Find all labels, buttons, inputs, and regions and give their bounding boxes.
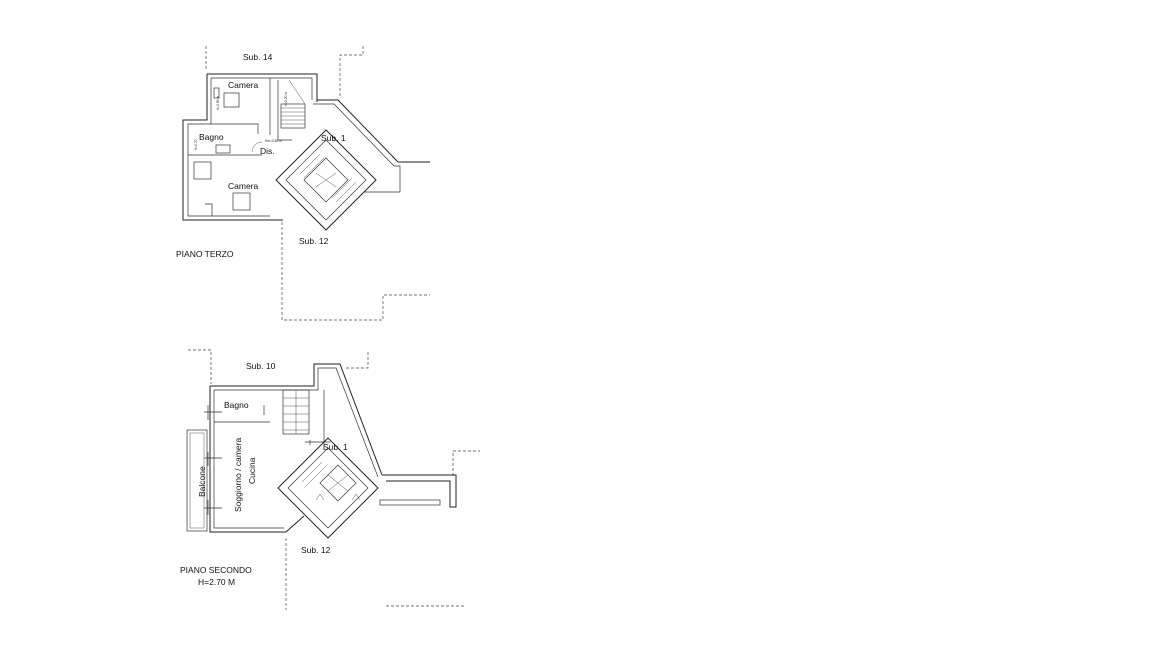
- balcony-outline: [189, 432, 205, 529]
- plan-piano-secondo: [186, 349, 480, 610]
- room-label-soggiorno: Soggiorno / camera: [233, 438, 243, 512]
- neighbor-label-north: Sub. 14: [243, 52, 273, 62]
- outer-wall: [182, 74, 283, 221]
- corridor-wall: [382, 474, 457, 508]
- outer-wall: [210, 363, 383, 476]
- neighbor-label-east: Sub. 1: [321, 133, 346, 143]
- boundary-dashed: [452, 450, 480, 476]
- boundary-dashed: [281, 222, 430, 321]
- neighbor-label-north: Sub. 10: [246, 361, 276, 371]
- fixture-box: [232, 192, 251, 211]
- boundary-dashed: [188, 349, 212, 384]
- inner-wall: [187, 78, 270, 217]
- neighbor-label-east: Sub. 1: [323, 442, 348, 452]
- corridor-wall: [313, 103, 401, 192]
- outer-wall: [207, 73, 318, 102]
- boundary-dashed: [339, 46, 364, 96]
- height-label: Hm=2.56 m: [265, 139, 282, 143]
- room-label-bagno: Bagno: [199, 132, 224, 142]
- floor-height-label: H=2.70 M: [198, 577, 235, 587]
- fixture-box: [223, 92, 240, 108]
- boundary-dashed: [345, 352, 369, 369]
- fixture-box: [213, 87, 220, 99]
- stairwell-core: [275, 129, 377, 231]
- stairwell-core: [277, 437, 379, 539]
- height-label: H=2.85 m: [216, 96, 220, 110]
- room-label-cucina: Cucina: [247, 457, 257, 484]
- internal-stair: [282, 389, 310, 435]
- outer-wall: [209, 386, 305, 533]
- room-label-bagno: Bagno: [224, 400, 249, 410]
- balcony-outline: [186, 429, 208, 532]
- floor-label-piano-terzo: PIANO TERZO: [176, 249, 234, 259]
- wall-tick: [305, 440, 330, 445]
- wall-tick: [204, 405, 222, 515]
- height-label: H=2.70: [194, 139, 198, 150]
- neighbor-label-south: Sub. 12: [301, 545, 331, 555]
- door-swing: [251, 141, 263, 153]
- corridor-wall: [317, 99, 430, 163]
- plan-piano-terzo: [182, 46, 430, 321]
- partition-wall: [277, 80, 292, 141]
- floor-label-piano-secondo: PIANO SECONDO: [180, 565, 252, 575]
- room-label-camera-top: Camera: [228, 80, 259, 90]
- internal-stair: [280, 79, 306, 129]
- ledge: [379, 499, 441, 506]
- fixture-box: [193, 161, 212, 180]
- partition-wall: [211, 123, 259, 134]
- neighbor-label-south: Sub. 12: [299, 236, 329, 246]
- inner-wall: [213, 390, 284, 529]
- fixture-box: [215, 144, 231, 154]
- inner-wall: [211, 77, 313, 100]
- room-label-balcone: Balcone: [197, 466, 207, 497]
- partition-wall: [205, 203, 213, 216]
- room-label-camera-bottom: Camera: [228, 181, 259, 191]
- room-label-dis: Dis.: [260, 146, 275, 156]
- height-label: H=2.20 m: [284, 92, 288, 106]
